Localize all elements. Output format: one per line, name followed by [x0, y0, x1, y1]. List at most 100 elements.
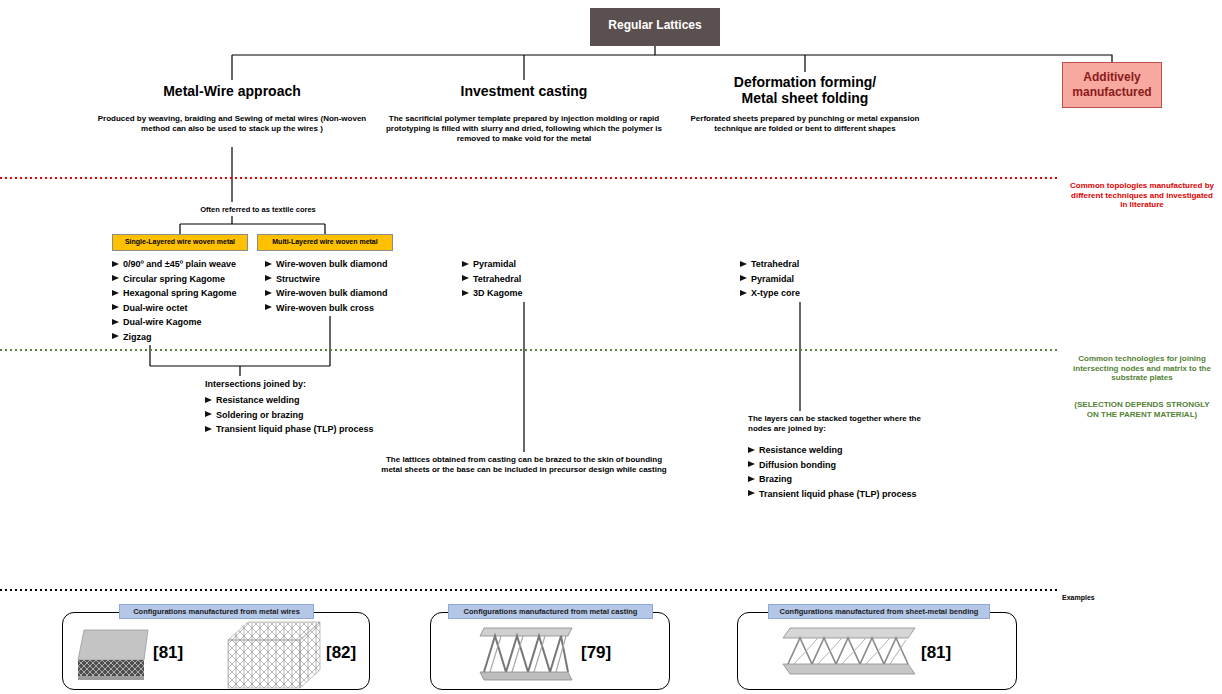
- example-caption: Configurations manufactured from metal c…: [453, 607, 648, 616]
- bullet-arrow: [462, 290, 469, 296]
- subtype-box: Multi-Layered wire woven metal: [257, 234, 393, 251]
- tree-line: [804, 55, 805, 72]
- bullet-arrow: [462, 275, 469, 281]
- dotted-divider: [0, 589, 1060, 591]
- example-caption-box: Configurations manufactured from metal w…: [119, 604, 314, 619]
- list-item: Wire-woven bulk cross: [265, 302, 405, 314]
- subtype-title: Multi-Layered wire woven metal: [262, 238, 388, 246]
- tree-line: [523, 55, 524, 80]
- topology-item: Wire-woven bulk diamond: [276, 259, 387, 269]
- list-item: Wire-woven bulk diamond: [265, 287, 405, 299]
- bullet-arrow: [265, 275, 272, 281]
- bullet-arrow: [205, 397, 212, 403]
- subtype-title: Single-Layered wire woven metal: [117, 238, 243, 246]
- face-sheet: [480, 628, 572, 636]
- topology-item: Wire-woven bulk cross: [276, 303, 374, 313]
- branch-line: [799, 302, 800, 411]
- list-item: Dual-wire Kagome: [112, 316, 262, 328]
- truss-struts: [788, 638, 908, 664]
- face-sheet: [783, 664, 915, 674]
- subtype-box: Single-Layered wire woven metal: [112, 234, 248, 251]
- bullet-arrow: [748, 476, 755, 482]
- bullet-arrow: [748, 447, 755, 453]
- process-description: The sacrificial polymer template prepare…: [369, 114, 679, 144]
- joining-method: Diffusion bonding: [759, 460, 836, 470]
- topology-item: Wire-woven bulk diamond: [276, 288, 387, 298]
- bullet-arrow: [112, 290, 119, 296]
- tree-connector: [655, 46, 1112, 62]
- example-caption-box: Configurations manufactured from metal c…: [448, 604, 653, 619]
- bullet-arrow: [740, 275, 747, 281]
- examples-label: Examples: [1062, 594, 1122, 602]
- example-caption: Configurations manufactured from metal w…: [124, 607, 309, 616]
- list-item: Diffusion bonding: [748, 459, 948, 471]
- woven-core-texture: [78, 660, 144, 676]
- face-sheet: [78, 676, 144, 680]
- example-panel: [81]Configurations manufactured from she…: [737, 612, 1017, 690]
- list-item: Pyramidal: [740, 273, 870, 285]
- list-item: Transient liquid phase (TLP) process: [205, 423, 405, 435]
- list-item: Tetrahedral: [462, 273, 592, 285]
- bullet-arrow: [112, 304, 119, 310]
- bullet-arrow: [748, 490, 755, 496]
- joining-method: Soldering or brazing: [216, 410, 304, 420]
- topology-item: Circular spring Kagome: [123, 274, 225, 284]
- dotted-divider: [0, 349, 1060, 351]
- lattice-face: [300, 622, 320, 688]
- branch-bracket: [180, 216, 325, 234]
- lattice-face: [228, 640, 300, 688]
- tree-line: [232, 54, 655, 55]
- sandwich-photo: [78, 630, 148, 680]
- side-note: Common technologies for joining intersec…: [1068, 354, 1216, 383]
- woven-core: [78, 660, 144, 676]
- joining-method: Brazing: [759, 474, 792, 484]
- bullet-arrow: [740, 290, 747, 296]
- branch-line: [523, 302, 524, 452]
- topology-item: X-type core: [751, 288, 800, 298]
- joining-method: Resistance welding: [216, 395, 300, 405]
- list-item: Brazing: [748, 473, 948, 485]
- branch-note: Often referred to as textile cores: [173, 205, 343, 214]
- list-item: Resistance welding: [205, 394, 395, 406]
- list-item: Hexagonal spring Kagome: [112, 287, 262, 299]
- root-box: Regular Lattices: [590, 8, 720, 46]
- reference-number: [81]: [921, 643, 951, 663]
- joining-method: Transient liquid phase (TLP) process: [216, 424, 374, 434]
- face-sheet: [783, 628, 915, 638]
- bullet-arrow: [205, 411, 212, 417]
- folded-panel-photo: [783, 628, 915, 674]
- side-note: Common topologies manufactured by differ…: [1068, 181, 1216, 210]
- truss-struts: [794, 638, 906, 664]
- tree-line: [231, 55, 232, 80]
- list-item: Transient liquid phase (TLP) process: [748, 488, 948, 500]
- side-note: (SELECTION DEPENDS STRONGLY ON THE PAREN…: [1068, 400, 1216, 419]
- topology-item: 0/90º and ±45º plain weave: [123, 259, 236, 269]
- face-sheet: [480, 672, 572, 680]
- topology-item: Pyramidal: [751, 274, 794, 284]
- topology-item: Zigzag: [123, 332, 152, 342]
- bullet-arrow: [112, 333, 119, 339]
- dotted-divider: [0, 177, 1060, 179]
- bullet-arrow: [112, 275, 119, 281]
- joining-method: Transient liquid phase (TLP) process: [759, 489, 917, 499]
- list-item: Circular spring Kagome: [112, 273, 262, 285]
- bullet-arrow: [265, 304, 272, 310]
- topology-item: Tetrahedral: [473, 274, 521, 284]
- list-item: Tetrahedral: [740, 258, 870, 270]
- joining-heading: The layers can be stacked together where…: [748, 414, 926, 434]
- list-item: 0/90º and ±45º plain weave: [112, 258, 262, 270]
- branch-heading: Metal-Wire approach: [122, 83, 342, 99]
- topology-item: Structwire: [276, 274, 320, 284]
- pyramidal-panel-photo: [480, 628, 572, 680]
- bullet-arrow: [462, 261, 469, 267]
- truss-struts: [490, 636, 566, 672]
- example-caption: Configurations manufactured from sheet-m…: [773, 607, 985, 616]
- list-item: Resistance welding: [748, 444, 948, 456]
- root-title: Regular Lattices: [594, 18, 716, 32]
- topology-item: Tetrahedral: [751, 259, 799, 269]
- list-item: 3D Kagome: [462, 287, 592, 299]
- joining-heading: Intersections joined by:: [205, 378, 395, 390]
- list-item: X-type core: [740, 287, 870, 299]
- bullet-arrow: [265, 290, 272, 296]
